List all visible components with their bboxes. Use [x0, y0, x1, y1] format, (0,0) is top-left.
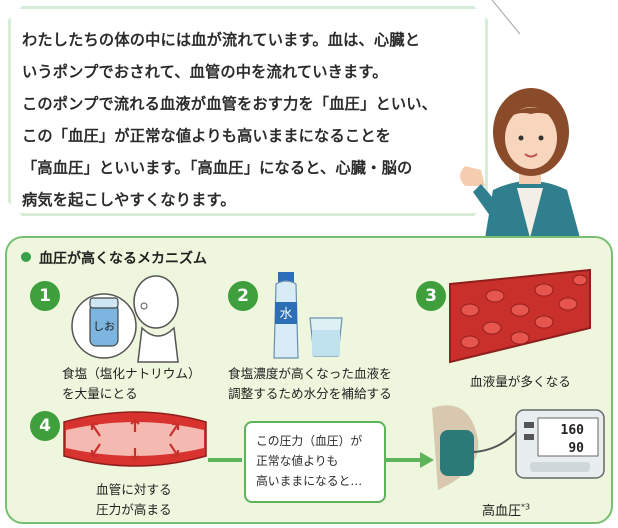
- intro-line: 病気を起こしやすくなります。: [22, 191, 236, 209]
- blood-pressure-monitor-icon: 160 90: [432, 405, 605, 490]
- result-footnote: *3: [521, 502, 531, 512]
- caption-line: 食塩（塩化ナトリウム）: [62, 366, 201, 381]
- step-number: 2: [228, 281, 258, 311]
- step-caption: 血管に対する 圧力が高まる: [96, 480, 172, 520]
- intro-speech-bubble: [8, 6, 488, 216]
- water-label: 水: [279, 307, 292, 322]
- mechanism-title: 血圧が高くなるメカニズム: [21, 248, 207, 268]
- callout-line: 高いままになると…: [256, 474, 363, 488]
- salt-label: しお: [93, 320, 115, 333]
- step-number: 4: [30, 411, 60, 441]
- caption-line: 血液量が多くなる: [470, 374, 571, 389]
- caption-line: 調整するため水分を補給する: [228, 386, 392, 401]
- step-caption: 食塩濃度が高くなった血液を 調整するため水分を補給する: [228, 364, 392, 404]
- intro-line: わたしたちの体の中には血が流れています。血は、心臓と: [22, 31, 421, 49]
- doctor-illustration: [460, 88, 580, 238]
- caption-line: 血管に対する: [96, 482, 172, 497]
- callout-line: 正常な値よりも: [256, 454, 339, 468]
- result-text: 高血圧: [482, 504, 522, 519]
- salt-shaker-icon: しお: [71, 275, 179, 363]
- pressure-callout: この圧力（血圧）が 正常な値よりも 高いままになると…: [244, 421, 386, 503]
- intro-line: この「血圧」が正常な値よりも高いままになることを: [22, 127, 391, 145]
- step-number: 3: [416, 281, 446, 311]
- intro-text: わたしたちの体の中には血が流れています。血は、心臓と いうポンプでおされて、血管…: [22, 24, 472, 216]
- vessel-pressure-icon: [63, 411, 207, 467]
- monitor-diastolic: 90: [568, 441, 584, 456]
- step-caption: 血液量が多くなる: [470, 372, 571, 392]
- water-bottle-icon: 水: [273, 272, 343, 359]
- step-number: 1: [30, 281, 60, 311]
- monitor-systolic: 160: [561, 423, 585, 438]
- intro-line: いうポンプでおされて、血管の中を流れていきます。: [22, 63, 388, 81]
- intro-line: 「高血圧」といいます。「高血圧」になると、心臓・脳の: [22, 159, 413, 177]
- caption-line: を大量にとる: [62, 386, 138, 401]
- caption-line: 食塩濃度が高くなった血液を: [228, 366, 392, 381]
- caption-line: 圧力が高まる: [96, 502, 172, 517]
- blood-vessel-icon: [449, 268, 591, 364]
- step-caption: 食塩（塩化ナトリウム） を大量にとる: [62, 364, 201, 404]
- intro-line: このポンプで流れる血液が血管をおす力を「血圧」といい、: [22, 95, 438, 113]
- bubble-tail: [491, 0, 521, 35]
- callout-line: この圧力（血圧）が: [256, 434, 363, 448]
- result-label: 高血圧*3: [482, 500, 530, 519]
- flow-arrow-icon: [386, 452, 434, 468]
- flow-arrow-icon: [208, 458, 242, 462]
